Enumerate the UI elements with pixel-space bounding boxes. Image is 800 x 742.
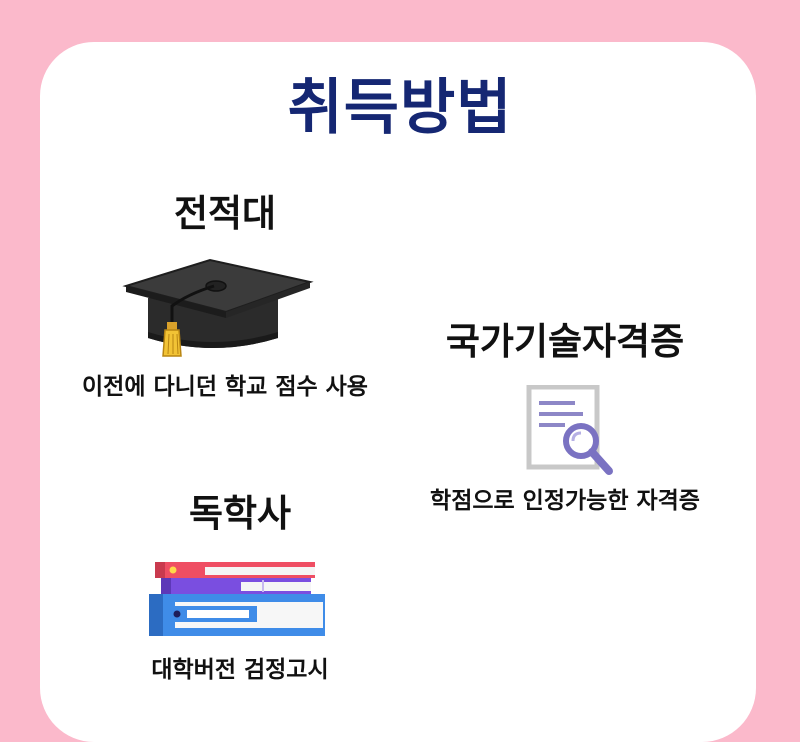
method-heading-transfer-school: 전적대 [173, 192, 277, 235]
document-search-icon [526, 385, 613, 475]
graduation-cap-icon [122, 258, 314, 357]
book-stack-icon [149, 562, 325, 636]
method-heading-self-study-degree: 독학사 [188, 492, 292, 535]
method-heading-national-certificate: 국가기술자격증 [445, 320, 685, 363]
page-title: 취득방법 [287, 73, 513, 143]
method-description-self-study-degree: 대학버전 검정고시 [151, 657, 329, 683]
method-description-national-certificate: 학점으로 인정가능한 자격증 [430, 488, 700, 514]
method-description-transfer-school: 이전에 다니던 학교 점수 사용 [82, 374, 368, 400]
